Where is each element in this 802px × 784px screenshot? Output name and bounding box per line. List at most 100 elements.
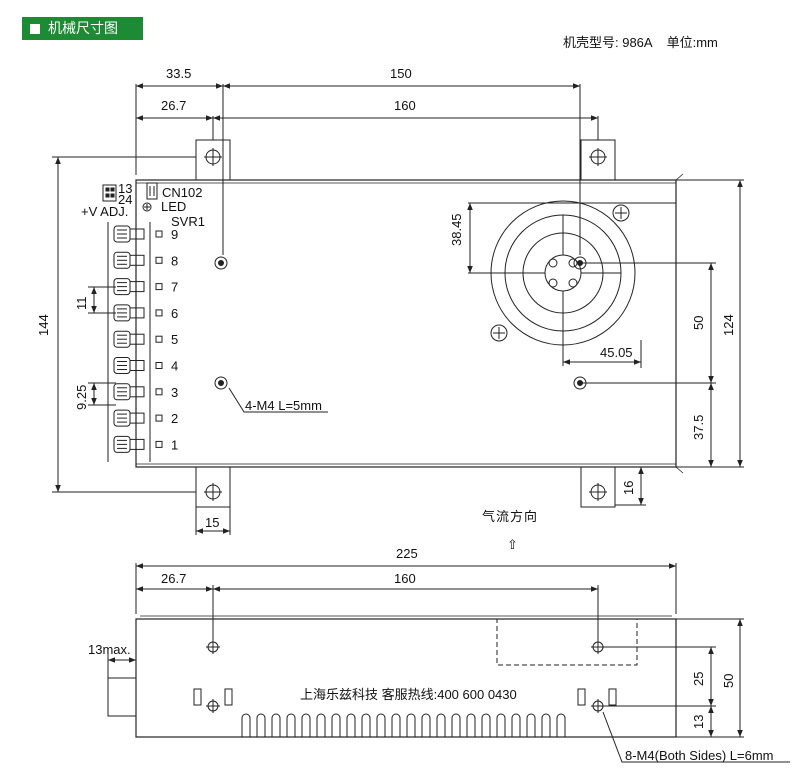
svr1-label: SVR1 [171, 214, 205, 229]
company-hotline: 上海乐兹科技 客服热线:400 600 0430 [300, 687, 517, 702]
louver [391, 713, 401, 737]
pin-13-label: 13 [118, 181, 132, 196]
cn102-label: CN102 [162, 185, 202, 200]
section-title: 机械尺寸图 [22, 17, 143, 40]
unit-label: 单位:mm [666, 35, 718, 50]
louver [481, 713, 491, 737]
mounting-tab-bl [195, 466, 231, 508]
terminal-label: 8 [171, 253, 178, 268]
dim-15: 15 [205, 515, 219, 530]
airflow-label: 气流方向 [482, 509, 538, 524]
pin-24-label: 24 [118, 192, 132, 207]
m4-hole [206, 640, 220, 654]
terminal-screw [113, 304, 163, 322]
mounting-tab-br [580, 466, 616, 508]
terminal-label: 5 [171, 332, 178, 347]
dim-37-5: 37.5 [691, 415, 706, 440]
m4-hole [573, 376, 587, 390]
terminal-label: 4 [171, 359, 178, 374]
airflow-arrow-icon: ⇧ [507, 537, 518, 552]
louver [346, 713, 356, 737]
louver [436, 713, 446, 737]
terminal-label: 9 [171, 227, 178, 242]
louver [271, 713, 281, 737]
terminal-screw [113, 357, 163, 374]
louver [256, 713, 266, 737]
top-view: 33.5 150 26.7 160 144 38.45 50 124 45.05… [36, 66, 744, 552]
vent-slot [577, 688, 586, 706]
louver-row [241, 713, 566, 737]
dim-160: 160 [394, 98, 416, 113]
fan-screw [612, 204, 630, 222]
dim-160-side: 160 [394, 571, 416, 586]
louver [526, 713, 536, 737]
louver [421, 713, 431, 737]
dim-38-45: 38.45 [449, 213, 464, 246]
dim-50: 50 [691, 316, 706, 330]
vent-slot [608, 688, 617, 706]
dim-9-25: 9.25 [74, 385, 89, 410]
dim-26-7: 26.7 [161, 98, 186, 113]
dim-13max: 13max. [88, 642, 131, 657]
fan-outline-dashed [496, 618, 638, 666]
m4-hole [214, 376, 228, 390]
terminal-label: 7 [171, 280, 178, 295]
louver [286, 713, 296, 737]
dim-26-7-side: 26.7 [161, 571, 186, 586]
m4-hole [206, 699, 220, 713]
screw-note-side: 8-M4(Both Sides) L=6mm [625, 748, 773, 763]
dim-16: 16 [621, 481, 636, 495]
louver [496, 713, 506, 737]
terminal-screw [113, 409, 163, 427]
fan-screw [490, 324, 508, 342]
m4-hole [591, 640, 605, 654]
top-dims [52, 83, 744, 535]
dim-144: 144 [36, 314, 51, 336]
terminal-screw [113, 225, 163, 243]
dim-50-side: 50 [721, 674, 736, 688]
m4-hole [214, 256, 228, 270]
terminal-screw [113, 251, 163, 269]
louver [361, 713, 371, 737]
dim-225: 225 [396, 546, 418, 561]
dim-33-5: 33.5 [166, 66, 191, 81]
terminal-screw [113, 435, 163, 453]
model-label: 机壳型号: 986A [563, 35, 653, 50]
side-dims [107, 563, 790, 763]
louver [241, 713, 251, 737]
mounting-tab-tl [195, 139, 231, 181]
dim-150: 150 [390, 66, 412, 81]
section-title-text: 机械尺寸图 [48, 20, 118, 36]
m4-hole [591, 699, 605, 713]
dim-13: 13 [691, 715, 706, 729]
terminal-label: 2 [171, 411, 178, 426]
louver [316, 713, 326, 737]
louver [511, 713, 521, 737]
led-label: LED [161, 199, 186, 214]
side-terminal-profile [107, 677, 137, 717]
louver [331, 713, 341, 737]
connector-cn102 [102, 182, 158, 212]
dim-25: 25 [691, 672, 706, 686]
vent-slot [224, 688, 233, 706]
louver [556, 713, 566, 737]
louver [406, 713, 416, 737]
model-info: 机壳型号: 986A 单位:mm [563, 32, 732, 51]
vent-slot [193, 688, 202, 706]
mounting-tab-tr [580, 139, 616, 181]
terminal-label: 6 [171, 306, 178, 321]
louver [466, 713, 476, 737]
screw-note-top: 4-M4 L=5mm [245, 398, 322, 413]
terminal-screw [113, 330, 163, 348]
louver [301, 713, 311, 737]
side-body-outline [135, 618, 677, 738]
dim-124: 124 [721, 314, 736, 336]
louver [376, 713, 386, 737]
louver [451, 713, 461, 737]
top-body-outline [135, 179, 677, 468]
terminal-screw [113, 278, 163, 296]
adj-label: +V ADJ. [81, 204, 128, 219]
dim-45-05: 45.05 [600, 345, 633, 360]
terminal-screw [113, 383, 163, 401]
